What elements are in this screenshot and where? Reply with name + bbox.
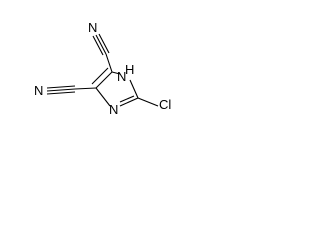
ring-n3-c2-bond [119, 97, 139, 107]
c4-nitrile-carbon-bond [74, 87, 97, 90]
top-nitrile-triple-bond [92, 33, 110, 56]
chlorine-label: Cl [159, 97, 171, 112]
ring-nh-h-label: H [125, 62, 134, 77]
nitrile-n-left-label: N [34, 83, 43, 98]
ring-c2-n1-bond [129, 79, 139, 99]
left-nitrile-triple-bond [46, 85, 76, 95]
ring-n3-c2-second-bond [119, 95, 135, 103]
nitrile-n-top-label: N [88, 20, 97, 35]
ring-n1-c5-bond [111, 71, 121, 75]
ring-n3-label: N [109, 102, 118, 117]
c2-cl-bond [137, 97, 159, 107]
molecule-diagram: N N H N N Cl [34, 20, 171, 117]
ring-c4-n3-bond [95, 87, 111, 107]
structure-figure: N N H N N Cl [0, 0, 192, 169]
ring-nh-n-label: N [117, 69, 126, 84]
c5-nitrile-carbon-bond [105, 53, 113, 73]
ring-c4-c5-double-bond [91, 67, 113, 89]
